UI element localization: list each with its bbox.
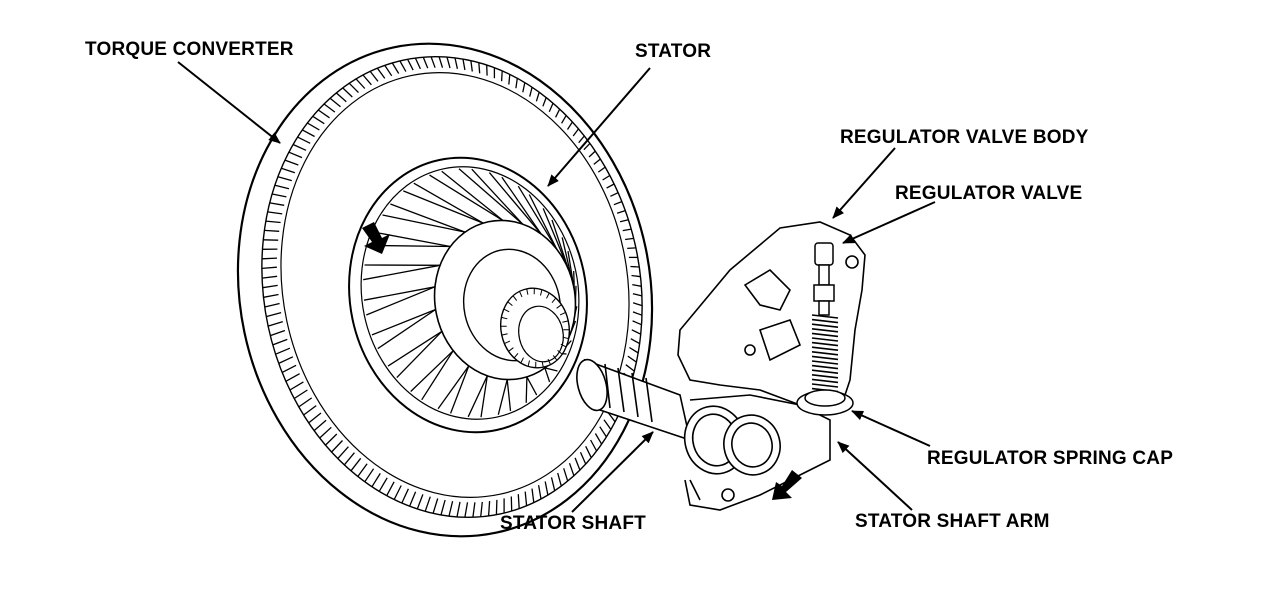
leader-regulator-valve-body — [833, 148, 895, 218]
leader-stator-shaft — [572, 432, 653, 512]
label-regulator-spring-cap: REGULATOR SPRING CAP — [927, 448, 1173, 470]
leader-torque-converter — [178, 62, 280, 143]
label-regulator-valve-body: REGULATOR VALVE BODY — [840, 127, 1089, 149]
leader-regulator-valve — [843, 202, 935, 243]
leader-stator-shaft-arm — [838, 442, 912, 510]
label-stator-shaft: STATOR SHAFT — [500, 513, 646, 535]
label-stator-shaft-arm: STATOR SHAFT ARM — [855, 511, 1050, 533]
regulator-spring-cap-part — [797, 390, 853, 415]
label-stator: STATOR — [635, 41, 711, 63]
rotation-arrow-left — [362, 222, 390, 254]
force-arrow-bottom — [772, 470, 802, 500]
leader-regulator-spring-cap — [852, 411, 930, 446]
label-torque-converter: TORQUE CONVERTER — [85, 39, 294, 61]
stator-hub — [420, 207, 590, 393]
label-regulator-valve: REGULATOR VALVE — [895, 183, 1082, 205]
leader-stator — [548, 68, 650, 186]
